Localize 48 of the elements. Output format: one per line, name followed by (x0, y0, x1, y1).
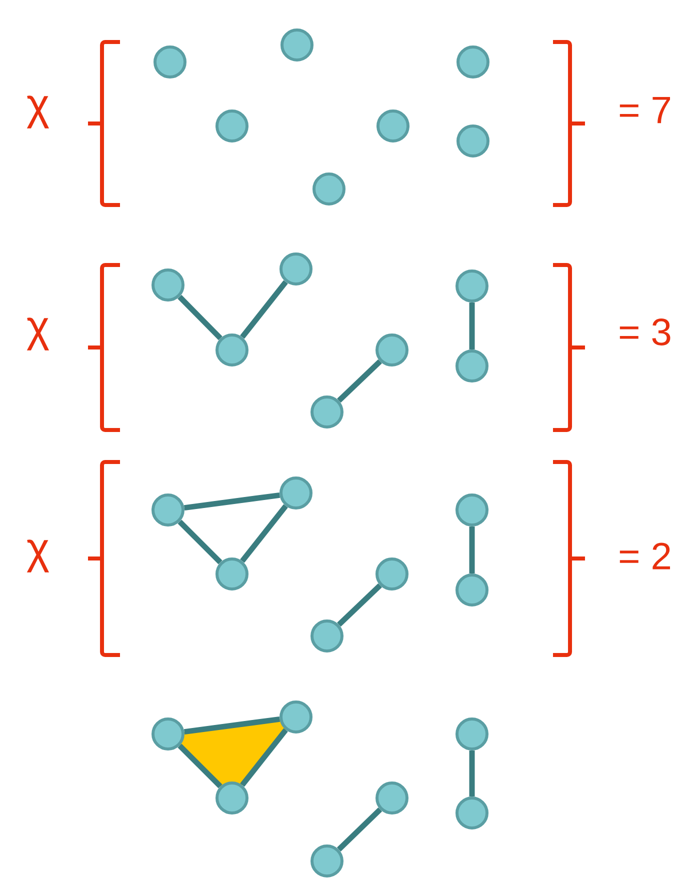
graph-vertex (456, 718, 488, 750)
graph-vertex (216, 558, 248, 590)
graph-vertex (456, 350, 488, 382)
graph-vertex (456, 494, 488, 526)
equation-text: = 7 (620, 96, 670, 124)
graph-edge (337, 359, 382, 403)
graph-edge (240, 280, 288, 339)
equation-text: χ (26, 96, 50, 128)
graph-vertex (310, 396, 344, 428)
equation-text: χ (26, 318, 50, 350)
graph-vertex (376, 334, 408, 366)
graph-edge (178, 520, 222, 564)
graph-edge (178, 294, 222, 340)
graph-vertex (280, 476, 312, 510)
graph-edge (337, 583, 382, 627)
graph-vertex (152, 718, 184, 750)
graph-vertex (152, 268, 184, 302)
graph-vertex (280, 700, 312, 734)
graph-edge (184, 716, 280, 735)
graph-vertex (456, 124, 490, 158)
equation-text: = 3 (620, 318, 670, 346)
graph-edge (240, 728, 288, 787)
graph-vertex (216, 110, 248, 142)
equation-text: χ (26, 540, 50, 572)
graph-edge (240, 504, 288, 563)
graph-edge (336, 808, 382, 852)
graph-vertex (376, 782, 408, 814)
graph-vertex (280, 28, 314, 62)
graph-vertex (456, 574, 488, 606)
graph-vertex (456, 270, 488, 302)
graph-edge (469, 302, 475, 350)
equation-text: = 2 (620, 542, 670, 570)
graph-vertex (376, 110, 410, 142)
graph-vertex (456, 796, 488, 830)
graph-edge (469, 526, 475, 574)
graph-vertex (376, 558, 408, 590)
graph-vertex (280, 252, 312, 286)
graph-vertex (456, 46, 490, 78)
graph-edge (469, 750, 475, 796)
graph-edge (178, 744, 222, 788)
graph-vertex (310, 844, 344, 878)
graph-vertex (216, 782, 248, 814)
graph-vertex (312, 172, 346, 206)
graph-edge (184, 492, 280, 511)
graph-vertex (154, 46, 186, 78)
graph-vertex (152, 494, 184, 526)
graph-vertex (216, 334, 248, 366)
graph-vertex (310, 620, 344, 652)
